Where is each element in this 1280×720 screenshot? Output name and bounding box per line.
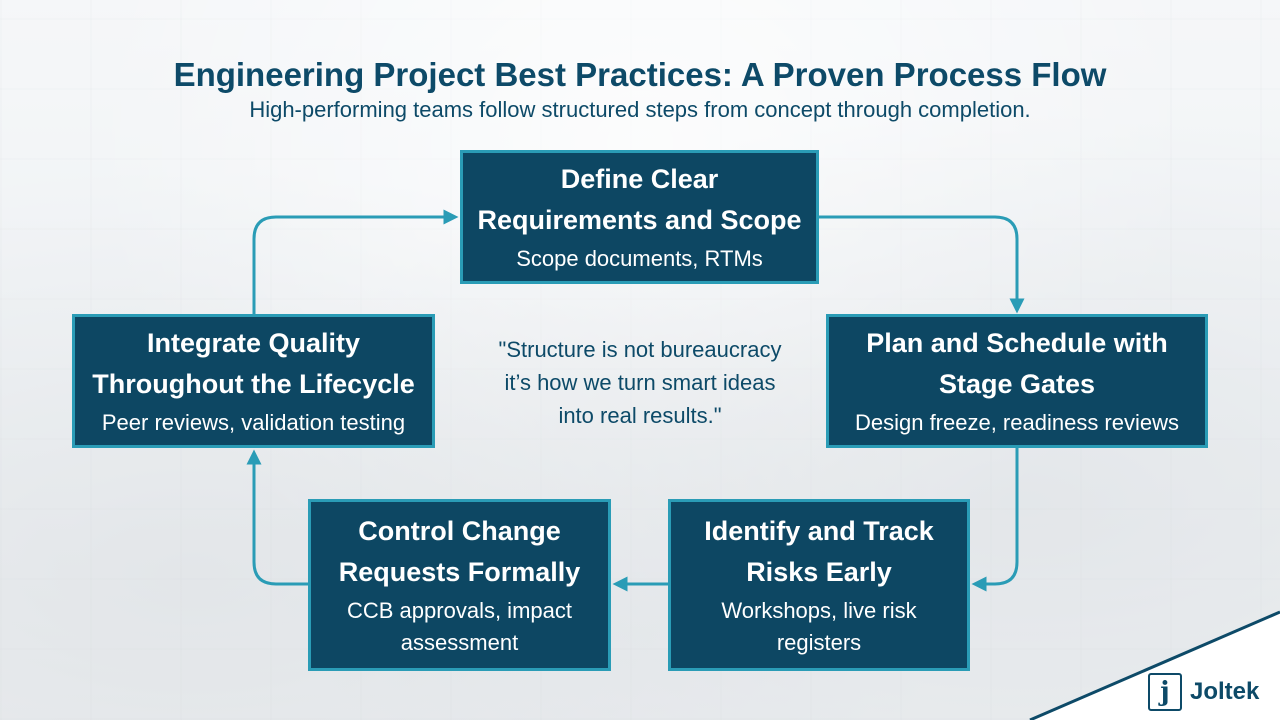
step-title-line: Define Clear [560, 164, 719, 194]
step-detail: CCB approvals, impact [347, 598, 572, 623]
step-title-line: Requirements and Scope [477, 205, 802, 235]
arrow-step1-to-step2 [819, 215, 1025, 314]
step-title-line: Identify and Track [704, 516, 934, 546]
center-quote: "Structure is not bureaucracy it’s how w… [470, 333, 810, 432]
step-plan-schedule: Plan and Schedule with Stage Gates Desig… [826, 314, 1208, 448]
quote-line: into real results." [558, 403, 722, 428]
step-title-line: Stage Gates [938, 369, 1096, 399]
quote-line: it’s how we turn smart ideas [504, 370, 776, 395]
step-identify-risks: Identify and Track Risks Early Workshops… [668, 499, 970, 671]
brand-logo: j Joltek [1148, 673, 1259, 711]
step-integrate-quality: Integrate Quality Throughout the Lifecyc… [72, 314, 435, 448]
brand-mark-icon: j [1148, 673, 1182, 711]
page-title: Engineering Project Best Practices: A Pr… [173, 56, 1107, 93]
step-control-change: Control Change Requests Formally CCB app… [308, 499, 611, 671]
step-title-line: Risks Early [746, 557, 892, 587]
step-define-requirements: Define Clear Requirements and Scope Scop… [460, 150, 819, 284]
step-detail: Design freeze, readiness reviews [854, 410, 1180, 435]
brand-name: Joltek [1190, 678, 1260, 705]
page-subtitle: High-performing teams follow structured … [249, 97, 1031, 122]
step-detail: Workshops, live risk [721, 598, 917, 623]
step-title-line: Requests Formally [338, 557, 581, 587]
step-detail: registers [776, 630, 862, 655]
arrow-step4-to-step5 [246, 449, 308, 586]
step-detail: assessment [400, 630, 519, 655]
step-detail: Peer reviews, validation testing [101, 410, 406, 435]
step-title-line: Throughout the Lifecycle [92, 369, 415, 399]
arrow-step5-to-step1 [252, 209, 459, 314]
step-title-line: Control Change [358, 516, 561, 546]
quote-line: "Structure is not bureaucracy [498, 337, 782, 362]
arrow-step2-to-step3 [971, 448, 1019, 592]
step-detail: Scope documents, RTMs [516, 246, 763, 271]
step-title-line: Integrate Quality [146, 328, 361, 358]
step-title-line: Plan and Schedule with [866, 328, 1168, 358]
